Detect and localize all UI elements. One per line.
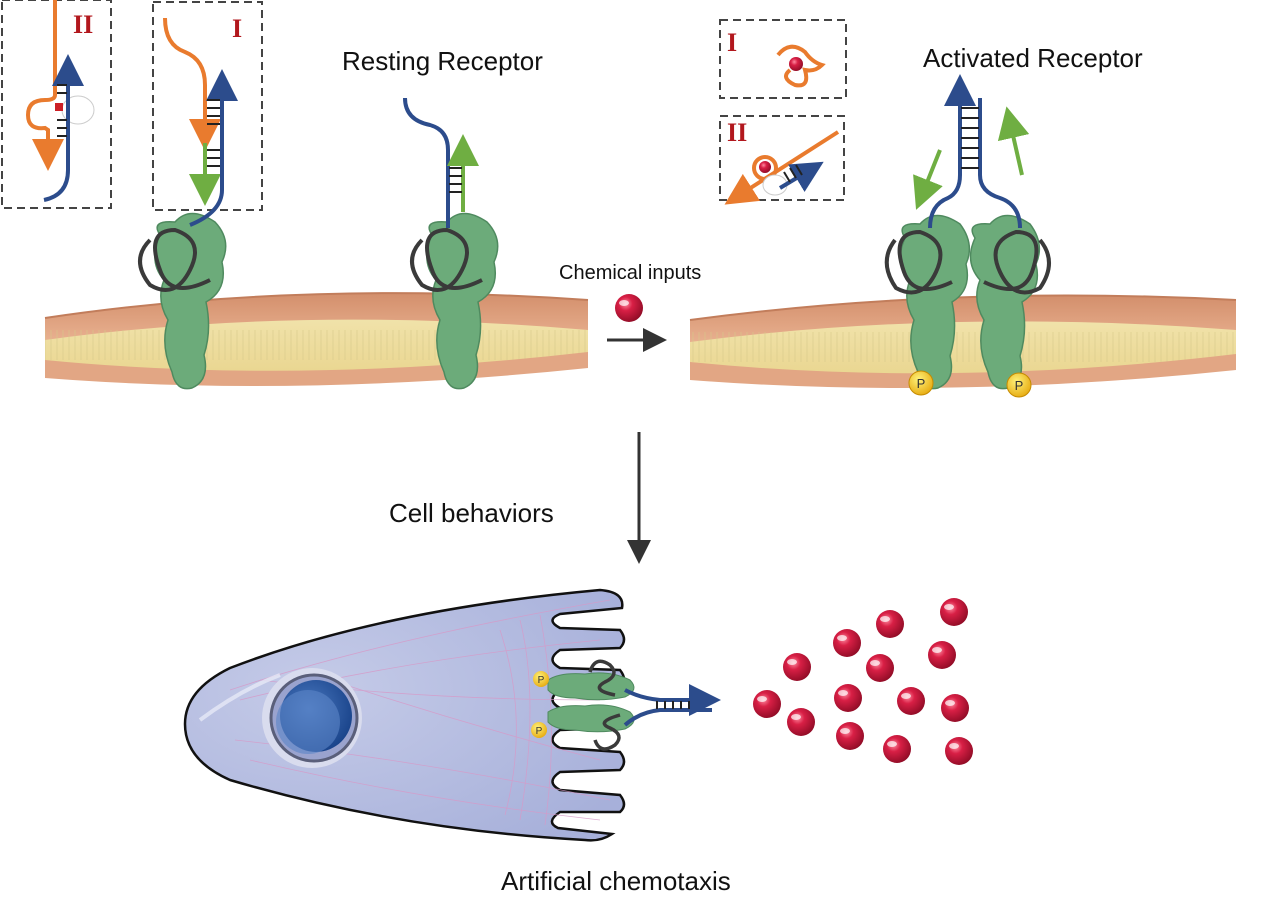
inset-left-i (152, 1, 263, 227)
sphere (945, 737, 973, 765)
sphere (866, 654, 894, 682)
sphere (940, 598, 968, 626)
artificial-chemotaxis-label: Artificial chemotaxis (501, 866, 731, 896)
cell (183, 588, 626, 842)
receptor-protein-left-1 (138, 212, 227, 390)
inset-right-i (719, 19, 847, 99)
activated-receptor-label: Activated Receptor (923, 43, 1143, 73)
sphere (883, 735, 911, 763)
sphere (876, 610, 904, 638)
sphere (897, 687, 925, 715)
cell-phospho-badge-2: P (531, 722, 547, 738)
chemical-input-sphere (615, 294, 643, 322)
chemical-inputs-label: Chemical inputs (559, 262, 702, 284)
sphere (833, 629, 861, 657)
inset-left-ii-label: II (73, 10, 94, 39)
sphere (834, 684, 862, 712)
cell-receptor-dimer (547, 659, 721, 751)
inset-left-i-label: I (232, 14, 243, 43)
activated-dna-duplex (913, 74, 1030, 229)
sphere (783, 653, 811, 681)
cell-phospho-label-1: P (538, 675, 545, 686)
cell-phospho-badge-1: P (533, 671, 549, 687)
resting-receptor-label: Resting Receptor (342, 46, 543, 76)
phospho-label-1: P (917, 376, 926, 391)
membrane-left (44, 292, 589, 386)
receptor-protein-resting (403, 97, 499, 390)
phospho-badge-2: P (1006, 372, 1032, 398)
receptor-protein-activated-right (969, 214, 1051, 390)
sphere (836, 722, 864, 750)
phospho-badge-1: P (908, 370, 934, 396)
sphere (787, 708, 815, 736)
inset-right-ii (719, 115, 845, 205)
receptor-protein-activated-left (884, 214, 971, 390)
nucleus (262, 668, 362, 768)
cell-phospho-label-2: P (536, 726, 543, 737)
membrane-right (689, 294, 1237, 388)
chemoattractant-cluster (753, 598, 973, 765)
phospho-label-2: P (1015, 378, 1024, 393)
cell-behaviors-label: Cell behaviors (389, 498, 554, 528)
inset-left-ii (1, 0, 112, 209)
sphere (928, 641, 956, 669)
inset-right-ii-label: II (727, 118, 748, 147)
inset-right-i-label: I (727, 28, 738, 57)
sphere (941, 694, 969, 722)
sphere (753, 690, 781, 718)
